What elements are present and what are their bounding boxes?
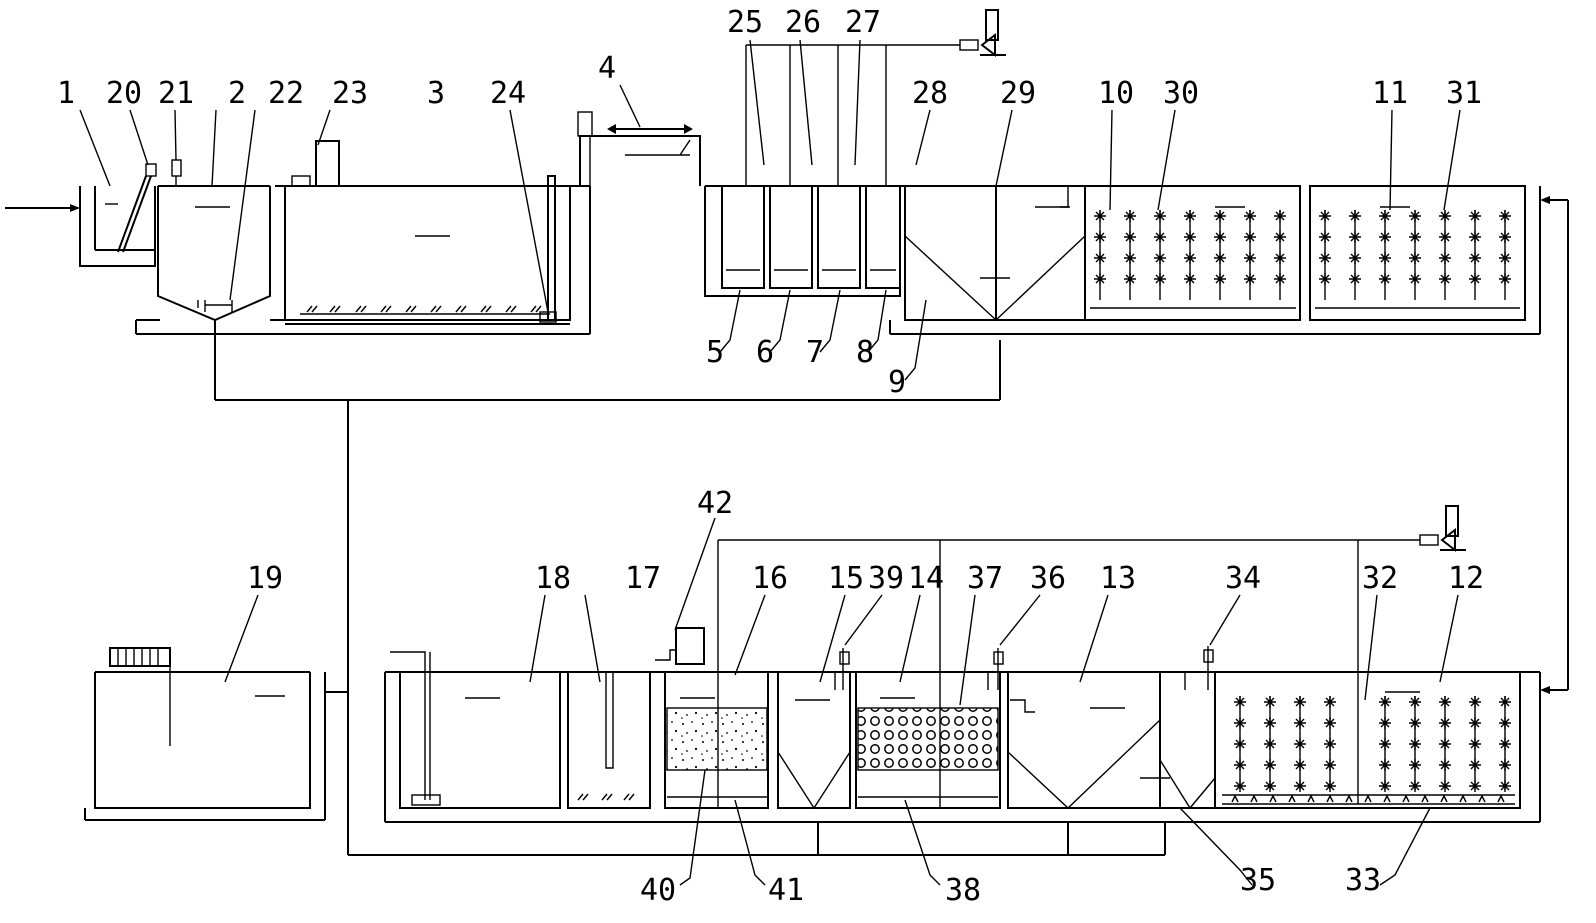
label-24: 24: [490, 76, 526, 111]
label-26: 26: [785, 5, 821, 40]
callout-labels: 1 20 21 2 22 23 3 24 4 25 26 27 28 29 10…: [57, 5, 1484, 908]
label-6: 6: [756, 335, 774, 370]
label-41: 41: [768, 873, 804, 908]
label-42: 42: [697, 486, 733, 521]
label-16: 16: [752, 561, 788, 596]
label-33: 33: [1345, 863, 1381, 898]
label-37: 37: [967, 561, 1003, 596]
callout-leaders: [79, 39, 1461, 886]
label-1: 1: [57, 76, 75, 111]
label-14: 14: [908, 561, 944, 596]
label-12: 12: [1448, 561, 1484, 596]
top-row-units: [5, 9, 1569, 694]
label-8: 8: [856, 335, 874, 370]
label-36: 36: [1030, 561, 1066, 596]
label-17: 17: [625, 561, 661, 596]
label-25: 25: [727, 5, 763, 40]
label-32: 32: [1362, 561, 1398, 596]
label-19: 19: [247, 561, 283, 596]
label-13: 13: [1100, 561, 1136, 596]
label-34: 34: [1225, 561, 1261, 596]
label-18: 18: [535, 561, 571, 596]
label-22: 22: [268, 76, 304, 111]
label-39: 39: [868, 561, 904, 596]
label-21: 21: [158, 76, 194, 111]
bottom-row-units: [84, 505, 1541, 823]
label-28: 28: [912, 76, 948, 111]
label-40: 40: [640, 873, 676, 908]
label-9: 9: [888, 365, 906, 400]
label-11: 11: [1372, 76, 1408, 111]
label-30: 30: [1163, 76, 1199, 111]
label-29: 29: [1000, 76, 1036, 111]
label-3: 3: [427, 76, 445, 111]
label-35: 35: [1240, 863, 1276, 898]
label-2: 2: [228, 76, 246, 111]
label-20: 20: [106, 76, 142, 111]
label-10: 10: [1098, 76, 1134, 111]
label-31: 31: [1446, 76, 1482, 111]
label-38: 38: [945, 873, 981, 908]
label-4: 4: [598, 51, 616, 86]
label-27: 27: [845, 5, 881, 40]
sludge-lines: [214, 320, 1166, 856]
label-5: 5: [706, 335, 724, 370]
label-23: 23: [332, 76, 368, 111]
label-15: 15: [828, 561, 864, 596]
label-7: 7: [806, 335, 824, 370]
